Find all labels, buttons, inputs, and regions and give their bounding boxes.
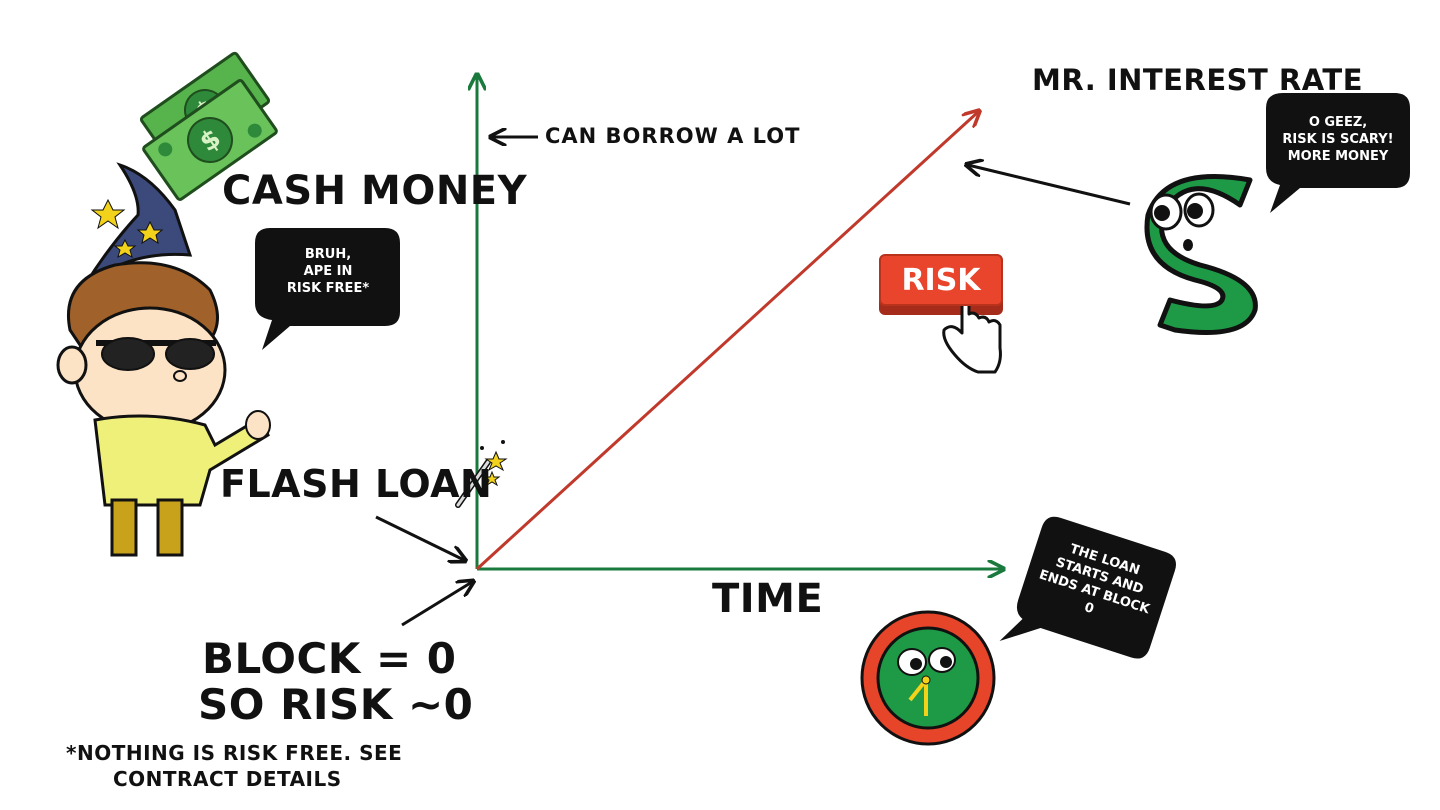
dollar-bubble-line: RISK IS SCARY! (1282, 132, 1394, 147)
dollar-bubble-line: O GEEZ, (1308, 115, 1368, 130)
footnote-line1: *NOTHING IS RISK FREE. SEE (66, 741, 403, 765)
clock-character-icon (860, 610, 996, 746)
dollar-bubble-line: MORE MONEY (1287, 149, 1389, 164)
risk-line (475, 112, 978, 571)
block-arrow (401, 582, 472, 627)
dollar-speech-bubble (1266, 93, 1410, 213)
cash-money-icon: $ $ (139, 51, 278, 201)
wizard-bubble-line: RISK FREE* (286, 281, 370, 296)
y-axis-note: CAN BORROW A LOT (545, 124, 801, 148)
dollar-character-icon (1144, 174, 1258, 335)
block-zero-label: BLOCK = 0 (202, 634, 457, 683)
magic-wand-icon (455, 440, 508, 508)
footnote-line2: CONTRACT DETAILS (113, 767, 342, 791)
dollar-bubble-text: O GEEZ, RISK IS SCARY! MORE MONEY (1268, 114, 1408, 165)
x-axis-title: TIME (712, 576, 824, 622)
wizard-speech-bubble (255, 228, 400, 350)
flash-loan-arrow (375, 515, 464, 560)
clock-speech-bubble (999, 516, 1176, 659)
risk-zero-label: SO RISK ~0 (198, 680, 474, 729)
risk-button-label: RISK (901, 262, 981, 298)
wizard-bubble-line: BRUH, (304, 247, 352, 262)
interest-rate-label: MR. INTEREST RATE (1032, 63, 1364, 97)
pointer-hand-icon (942, 285, 1002, 374)
interest-arrow (968, 165, 1131, 206)
wizard-bubble-text: BRUH, APE IN RISK FREE* (258, 246, 398, 297)
wizard-character-icon (56, 162, 271, 557)
y-axis-title: CASH MONEY (222, 168, 528, 214)
risk-button[interactable]: RISK (879, 254, 1003, 306)
wizard-bubble-line: APE IN (303, 264, 353, 279)
flash-loan-label: FLASH LOAN (220, 462, 493, 506)
